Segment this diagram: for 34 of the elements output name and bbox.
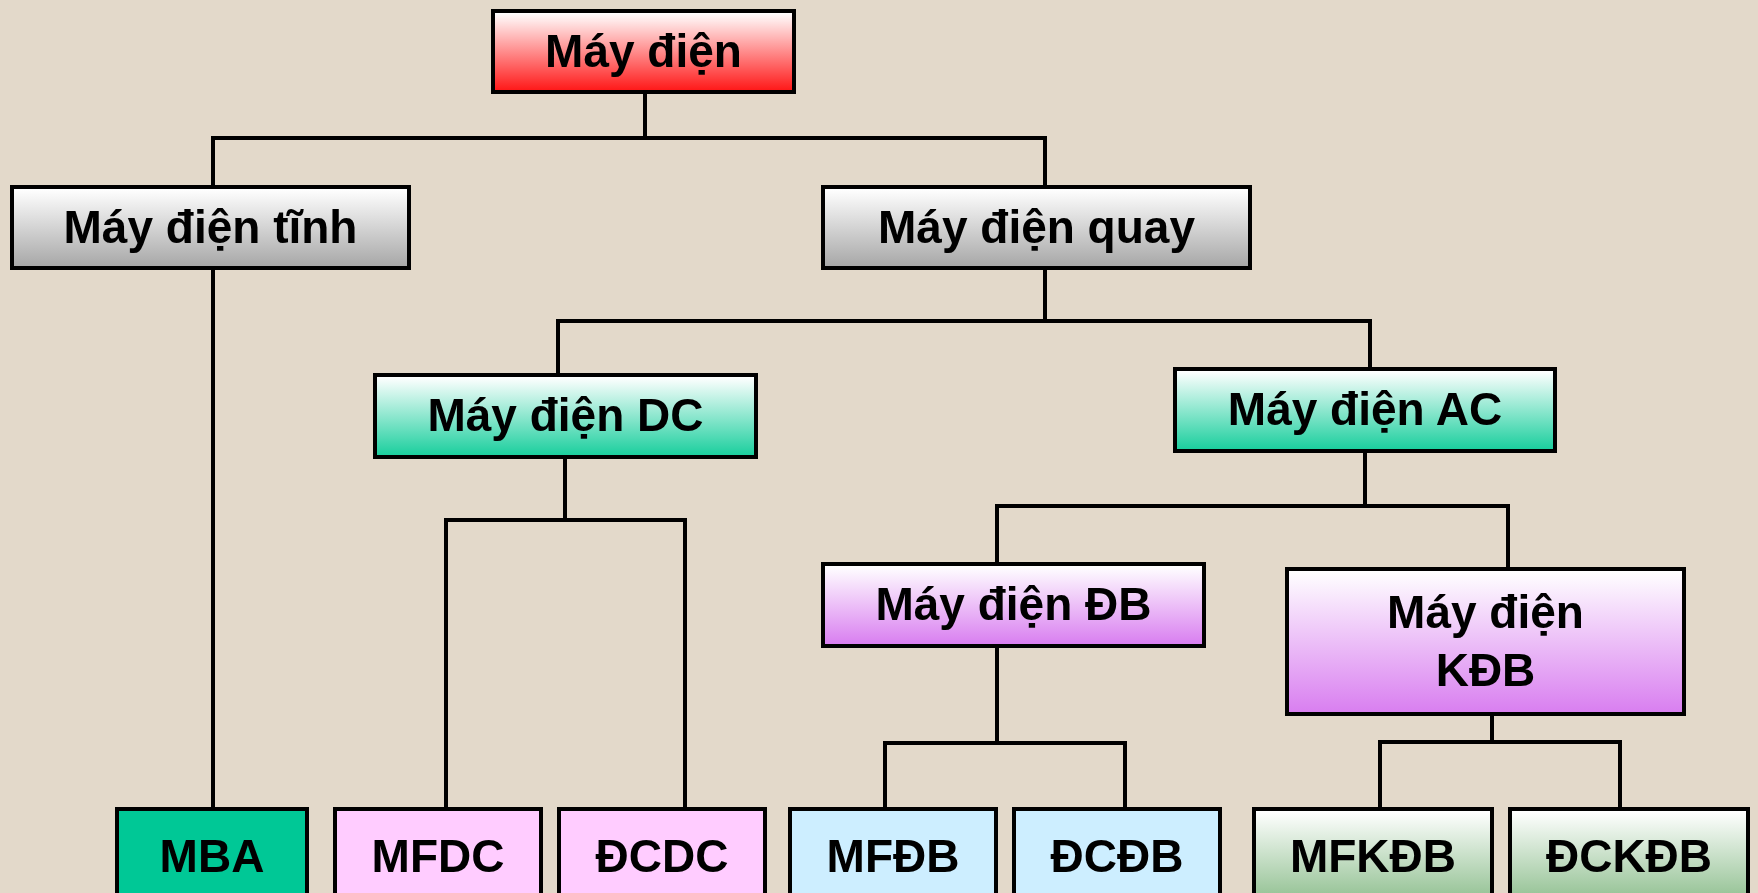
- node-label: Máy điện: [545, 23, 742, 79]
- connector-line: [563, 459, 687, 807]
- node-label: ĐCDC: [595, 829, 729, 885]
- connector-line: [1490, 716, 1622, 807]
- leaf-box: [115, 807, 309, 893]
- category-box: [1173, 367, 1557, 453]
- node-label: MFKĐB: [1289, 829, 1457, 885]
- leaf-box: [1508, 807, 1750, 893]
- leaf-box: [333, 807, 543, 893]
- node-label: Máy điện DC: [427, 388, 704, 444]
- category-box: [1285, 567, 1686, 716]
- connector-line: [1043, 270, 1372, 367]
- node-label: ĐCĐB: [1050, 829, 1184, 885]
- node-label: MBA: [159, 829, 265, 885]
- leaf-box: [1012, 807, 1222, 893]
- node-label: Máy điện tĩnh: [63, 199, 358, 255]
- node-label: Máy điện KĐB: [1386, 585, 1585, 698]
- node-label: Máy điện quay: [878, 199, 1195, 255]
- node-label: MFDC: [371, 829, 505, 885]
- connector-line: [211, 270, 215, 807]
- connector-line: [643, 94, 1047, 185]
- node-label: ĐCKĐB: [1545, 829, 1713, 885]
- category-box: [821, 562, 1206, 648]
- node-label: Máy điện AC: [1227, 382, 1503, 438]
- node-label: Máy điện ĐB: [875, 577, 1152, 633]
- node-label: MFĐB: [826, 829, 960, 885]
- category-box: [10, 185, 411, 270]
- leaf-box: [557, 807, 767, 893]
- category-box: [491, 9, 796, 94]
- category-box: [821, 185, 1252, 270]
- category-box: [373, 373, 758, 459]
- connector-line: [995, 648, 1127, 807]
- leaf-box: [1252, 807, 1494, 893]
- leaf-box: [788, 807, 998, 893]
